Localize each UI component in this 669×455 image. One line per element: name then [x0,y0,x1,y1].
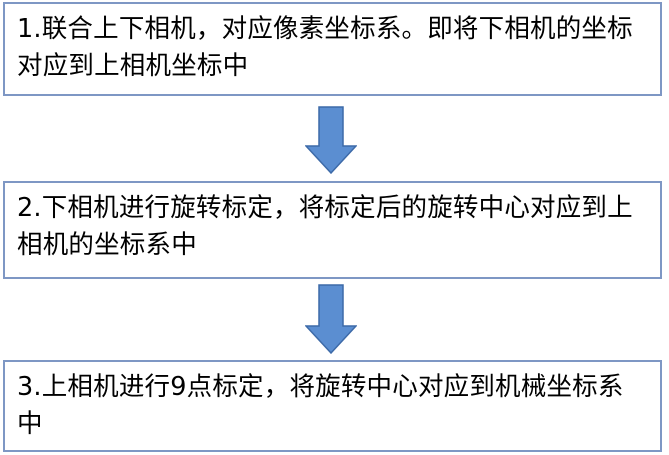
step-box-3: 3.上相机进行9点标定，将旋转中心对应到机械坐标系中 [3,360,662,452]
step-box-1: 1.联合上下相机，对应像素坐标系。即将下相机的坐标对应到上相机坐标中 [3,2,662,96]
down-arrow-icon [305,284,357,354]
step-text-2: 2.下相机进行旋转标定，将标定后的旋转中心对应到上相机的坐标系中 [17,193,633,260]
down-arrow-shape-2 [305,284,357,354]
step-box-2: 2.下相机进行旋转标定，将标定后的旋转中心对应到上相机的坐标系中 [3,181,662,279]
step-text-1: 1.联合上下相机，对应像素坐标系。即将下相机的坐标对应到上相机坐标中 [17,14,633,81]
down-arrow-shape-1 [305,106,357,174]
step-text-3: 3.上相机进行9点标定，将旋转中心对应到机械坐标系中 [17,372,624,439]
down-arrow-icon [305,106,357,174]
